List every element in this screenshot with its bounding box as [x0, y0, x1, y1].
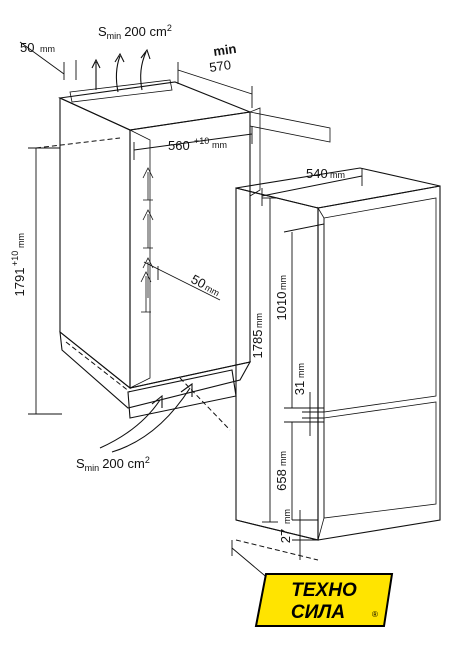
svg-text:ТЕХНО: ТЕХНО: [291, 580, 357, 601]
label-upper-door: 1010 mm: [274, 275, 289, 320]
top-vent-arrows: [91, 48, 151, 93]
technosila-logo: ТЕХНО СИЛА ®: [254, 573, 394, 627]
svg-text:mm: mm: [278, 275, 288, 290]
svg-text:mm: mm: [203, 282, 221, 298]
svg-text:СИЛА: СИЛА: [291, 602, 345, 623]
svg-text:mm: mm: [40, 44, 55, 54]
label-niche-height: 1791 +10 mm: [10, 233, 27, 296]
svg-text:+10: +10: [194, 136, 209, 146]
label-appliance-height: 1785 mm: [250, 313, 265, 358]
svg-text:mm: mm: [282, 509, 292, 524]
svg-text:+10: +10: [10, 251, 20, 266]
label-bottom-gap: 27 mm: [278, 509, 293, 543]
label-lower-door: 658 mm: [274, 451, 289, 491]
svg-text:560: 560: [168, 138, 190, 153]
svg-text:mm: mm: [212, 140, 227, 150]
svg-text:1791: 1791: [12, 268, 27, 297]
svg-text:1010: 1010: [274, 292, 289, 321]
svg-text:®: ®: [372, 610, 378, 619]
label-niche-width: 560 +10 mm: [168, 136, 227, 153]
svg-text:50: 50: [189, 271, 209, 291]
svg-text:540: 540: [306, 166, 328, 181]
dimension-lines: [19, 41, 363, 581]
svg-text:min: min: [212, 41, 237, 59]
label-side-gap: 50 mm: [189, 271, 222, 298]
label-door-gap: 31 mm: [292, 363, 307, 395]
cabinet-niche: [58, 79, 331, 419]
svg-text:27: 27: [278, 529, 293, 543]
svg-text:mm: mm: [330, 170, 345, 180]
svg-text:mm: mm: [296, 363, 306, 378]
inner-air-arrows: [140, 167, 154, 313]
label-appliance-width: 540 mm: [306, 166, 345, 181]
svg-text:658: 658: [274, 469, 289, 491]
svg-text:mm: mm: [254, 313, 264, 328]
fridge-body: [235, 167, 441, 561]
svg-text:1785: 1785: [250, 330, 265, 359]
svg-text:50: 50: [20, 40, 34, 55]
label-top-gap: 50 mm: [20, 40, 55, 55]
svg-text:mm: mm: [16, 233, 26, 248]
bottom-vent-arrows: [99, 382, 193, 453]
svg-text:mm: mm: [278, 451, 288, 466]
svg-text:570: 570: [208, 57, 232, 75]
label-depth-min: min 570: [208, 41, 237, 75]
svg-text:31: 31: [292, 381, 307, 395]
